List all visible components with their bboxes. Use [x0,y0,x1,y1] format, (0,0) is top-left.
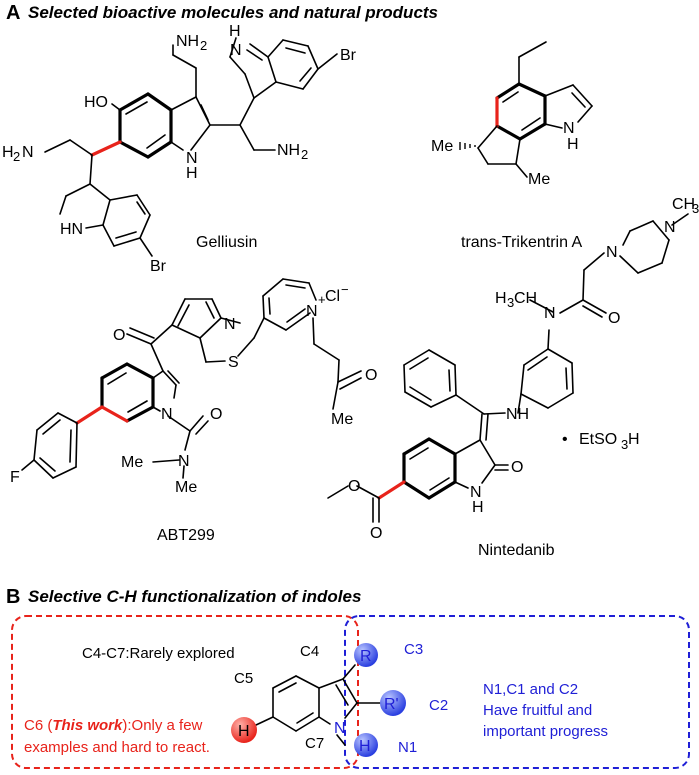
gelliusin-br-lower: Br [150,258,167,275]
nintedanib-lactam-n: N [470,484,482,501]
nintedanib-structure [327,213,689,523]
trikentrin-me-bottom: Me [528,171,550,188]
abt299-urea-me-left: Me [121,454,143,471]
nintedanib-lactam-o: O [511,459,523,476]
trikentrin-name: trans-Trikentrin A [461,234,583,251]
abt299-thiazole-n: N [224,316,236,333]
hard-to-react-text: examples and hard to react. [24,739,210,756]
nintedanib-atom-labels: N H O NH • EtSO 3 H N H 3 CH O N N CH 3 … [348,196,699,559]
indole-core-labels: R R' H N H C3 C2 N1 C4 C5 C7 [234,641,448,756]
indole-n-label: N [334,720,346,737]
nintedanib-ester-o: O [348,478,360,495]
nintedanib-nme-c: CH [514,290,537,307]
n-h-label: H [359,738,371,755]
rarely-explored-text: C4-C7:Rarely explored [82,645,235,662]
abt299-urea-me-bottom: Me [175,479,197,496]
trikentrin-structure [477,41,593,178]
gelliusin-br-upper: Br [340,47,357,64]
n1-label: N1 [398,739,417,756]
r-prime-substituent-ball [380,690,406,716]
n-h-ball [354,733,378,757]
gelliusin-h-central: H [186,165,198,182]
abt299-cl: Cl [325,288,340,305]
left-region-box [11,615,359,769]
abt299-minus: − [341,282,349,297]
c5-label: C5 [234,670,253,687]
trikentrin-me-left: Me [431,138,453,155]
panel-a-letter: A [6,2,20,24]
abt299-structure [21,278,362,479]
nintedanib-ch3-c: CH [672,196,695,213]
trikentrin-h: H [567,136,579,153]
panel-b-letter: B [6,586,20,608]
nintedanib-pip-n1: N [606,244,618,261]
c6-h-ball [231,717,257,743]
c6-suffix: ):Only a few [122,717,202,734]
abt299-f: F [10,469,20,486]
abt299-plus: + [318,292,326,307]
nintedanib-lactam-h: H [472,499,484,516]
abt299-urea-n: N [178,453,190,470]
nintedanib-nme-sub: 3 [507,295,514,310]
nintedanib-ch3-sub: 3 [692,201,699,216]
r-prime-label: R' [384,696,399,713]
gelliusin-nh2-top-sub: 2 [200,38,207,53]
indole-core-structure [255,664,381,746]
abt299-chain-me: Me [331,411,353,428]
abt299-urea-o: O [210,406,222,423]
important-progress-text: important progress [483,723,608,740]
gelliusin-hn-lower: HN [60,221,83,238]
gelliusin-nh2-right-sub: 2 [301,147,308,162]
gelliusin-h2n-left-n: N [22,144,34,161]
abt299-atom-labels: O N S N + Cl − O Me N O N Me Me F ABT299 [10,282,377,544]
c6-prefix: C6 ( [24,717,52,734]
right-region-box [344,615,690,769]
gelliusin-h2n-left-sub: 2 [13,149,20,164]
gelliusin-nh2-top: NH [176,33,199,50]
abt299-ketone-o: O [113,327,125,344]
c6-emph: This work [52,717,123,734]
nintedanib-pip-n2: N [664,219,676,236]
gelliusin-h2n-left: H [2,144,14,161]
c6-this-work-text: C6 (This work):Only a few [24,717,203,734]
c3-label: C3 [404,641,423,658]
c4-label: C4 [300,643,319,660]
nintedanib-salt-dot: • [562,431,568,448]
abt299-pyridinium-n: N [306,303,318,320]
nintedanib-nme-h: H [495,290,507,307]
abt299-indole-n: N [161,406,173,423]
gelliusin-structure [44,37,338,257]
abt299-s: S [228,354,239,371]
abt299-name: ABT299 [157,527,215,544]
nintedanib-carbonyl-o: O [370,525,382,542]
trikentrin-hashed-bond [459,142,476,150]
nintedanib-salt: EtSO [579,431,617,448]
n1-c1-c2-text: N1,C1 and C2 [483,681,578,698]
gelliusin-n-upper: N [230,42,242,59]
nintedanib-name: Nintedanib [478,542,555,559]
fruitful-text: Have fruitful and [483,702,592,719]
gelliusin-name: Gelliusin [196,234,257,251]
abt299-chain-o: O [365,367,377,384]
gelliusin-ho: HO [84,94,108,111]
panel-b-title: Selective C-H functionalization of indol… [28,587,361,606]
gelliusin-h-upper: H [229,23,241,40]
c2-label: C2 [429,697,448,714]
nintedanib-amide-o: O [608,310,620,327]
r-label: R [360,648,372,665]
c6-h-label: H [238,723,250,740]
nintedanib-amide-n: N [544,305,556,322]
gelliusin-nh-central: N [186,150,198,167]
trikentrin-atom-labels: N H Me Me trans-Trikentrin A [431,120,583,251]
c7-label: C7 [305,735,324,752]
nintedanib-nh: NH [506,406,529,423]
gelliusin-nh2-right: NH [277,142,300,159]
r-substituent-ball [354,643,378,667]
nintedanib-salt-h: H [628,431,640,448]
gelliusin-atom-labels: NH 2 HO N H H N Br NH 2 H 2 N HN Br Gell… [2,23,357,275]
nintedanib-salt-sub: 3 [621,437,628,452]
trikentrin-n: N [563,120,575,137]
panel-a-title: Selected bioactive molecules and natural… [28,3,438,22]
